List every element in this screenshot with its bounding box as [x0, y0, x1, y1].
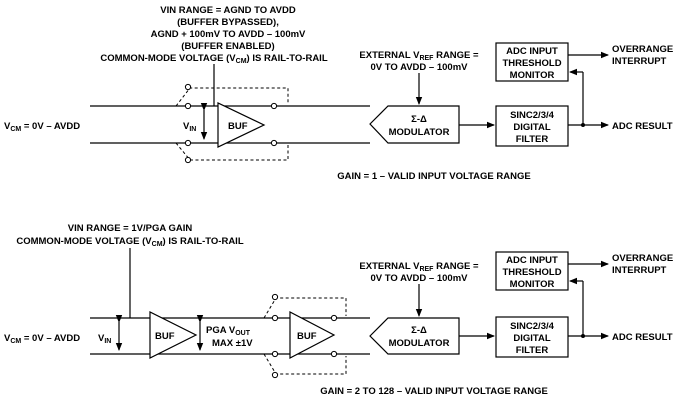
top-vref-label: EXTERNAL VREF RANGE = — [359, 50, 479, 62]
bottom-vref-label: EXTERNAL VREF RANGE = — [359, 261, 479, 273]
top-caption: GAIN = 1 – VALID INPUT VOLTAGE RANGE — [337, 171, 530, 182]
bottom-pga-max-label: MAX ±1V — [212, 338, 253, 349]
top-diagram: VIN RANGE = AGND TO AVDD (BUFFER BYPASSE… — [4, 5, 673, 182]
top-modulator-symbol: Σ-Δ — [411, 114, 427, 125]
bottom-threshold-monitor — [495, 251, 569, 291]
top-vin-range-enabled-note: (BUFFER ENABLED) — [181, 41, 274, 52]
bottom-caption: GAIN = 2 TO 128 – VALID INPUT VOLTAGE RA… — [320, 386, 548, 397]
top-filter-line1: SINC2/3/4 — [510, 110, 555, 121]
top-vin-range-enabled: AGND + 100mV TO AVDD – 100mV — [151, 29, 306, 40]
top-vin-range-title: VIN RANGE = AGND TO AVDD — [160, 5, 296, 16]
bottom-filter-line2: DIGITAL — [513, 333, 550, 344]
bottom-cm-voltage-label: COMMON-MODE VOLTAGE (VCM) IS RAIL-TO-RAI… — [16, 236, 243, 248]
bottom-overrange-line1: OVERRANGE — [612, 253, 673, 264]
bottom-vin-label: VIN — [98, 333, 111, 345]
top-vref-range: 0V TO AVDD – 100mV — [371, 62, 469, 73]
bottom-threshold-line3: MONITOR — [510, 279, 555, 290]
bottom-switch-node — [271, 350, 279, 358]
bottom-switch-node — [271, 371, 279, 379]
top-digital-filter — [495, 105, 569, 147]
top-switch-node — [184, 156, 192, 164]
top-modulator-label: MODULATOR — [389, 127, 450, 138]
top-filter-line2: DIGITAL — [513, 122, 550, 133]
bottom-overrange-line2: INTERRUPT — [612, 265, 667, 276]
bottom-pga-vout-label: PGA VOUT — [206, 325, 251, 337]
top-buffer — [217, 102, 266, 148]
bottom-input-buffer-label: BUF — [297, 331, 317, 342]
bottom-bypass-path-upper — [263, 297, 347, 319]
bottom-threshold-line2: THRESHOLD — [502, 267, 561, 278]
top-vin-range-bypassed: (BUFFER BYPASSED), — [177, 17, 279, 28]
bottom-filter-line1: SINC2/3/4 — [510, 321, 555, 332]
bottom-pga-buffer-label: BUF — [155, 331, 175, 342]
bottom-switch-node — [330, 350, 338, 358]
top-vcm-label: VCM = 0V – AVDD — [4, 121, 80, 133]
top-adc-result-label: ADC RESULT — [612, 121, 673, 132]
bottom-threshold-line1: ADC INPUT — [506, 255, 558, 266]
top-switch-node — [184, 102, 192, 110]
top-switch-node — [184, 83, 192, 91]
top-threshold-line3: MONITOR — [510, 70, 555, 81]
top-threshold-line1: ADC INPUT — [506, 46, 558, 57]
bottom-switch-node — [271, 293, 279, 301]
top-filter-line3: FILTER — [516, 134, 549, 145]
bottom-switch-node — [330, 314, 338, 322]
bottom-adc-result-label: ADC RESULT — [612, 332, 673, 343]
top-threshold-line2: THRESHOLD — [502, 58, 561, 69]
bottom-bypass-path-lower — [263, 353, 347, 375]
bottom-modulator-label: MODULATOR — [389, 338, 450, 349]
bottom-modulator-symbol: Σ-Δ — [411, 325, 427, 336]
bottom-diagram: VIN RANGE = 1V/PGA GAIN COMMON-MODE VOLT… — [4, 223, 673, 397]
top-vin-label: VIN — [183, 121, 196, 133]
bottom-switch-node — [271, 314, 279, 322]
top-overrange-line2: INTERRUPT — [612, 56, 667, 67]
top-buffer-label: BUF — [228, 121, 248, 132]
top-switch-node — [184, 139, 192, 147]
bottom-vcm-label: VCM = 0V – AVDD — [4, 333, 80, 345]
bottom-digital-filter — [495, 316, 569, 358]
bottom-vref-range: 0V TO AVDD – 100mV — [371, 273, 469, 284]
top-switch-node — [270, 102, 278, 110]
top-switch-node — [270, 139, 278, 147]
top-cm-voltage-label: COMMON-MODE VOLTAGE (VCM) IS RAIL-TO-RAI… — [100, 53, 327, 65]
top-bypass-path-upper — [175, 87, 289, 107]
top-threshold-monitor — [495, 42, 569, 82]
bottom-vin-range-title: VIN RANGE = 1V/PGA GAIN — [68, 223, 193, 234]
bottom-filter-line3: FILTER — [516, 345, 549, 356]
top-bypass-path-lower — [175, 142, 289, 161]
bottom-pga-buffer — [149, 311, 198, 359]
top-overrange-line1: OVERRANGE — [612, 44, 673, 55]
bottom-input-buffer — [289, 311, 336, 359]
